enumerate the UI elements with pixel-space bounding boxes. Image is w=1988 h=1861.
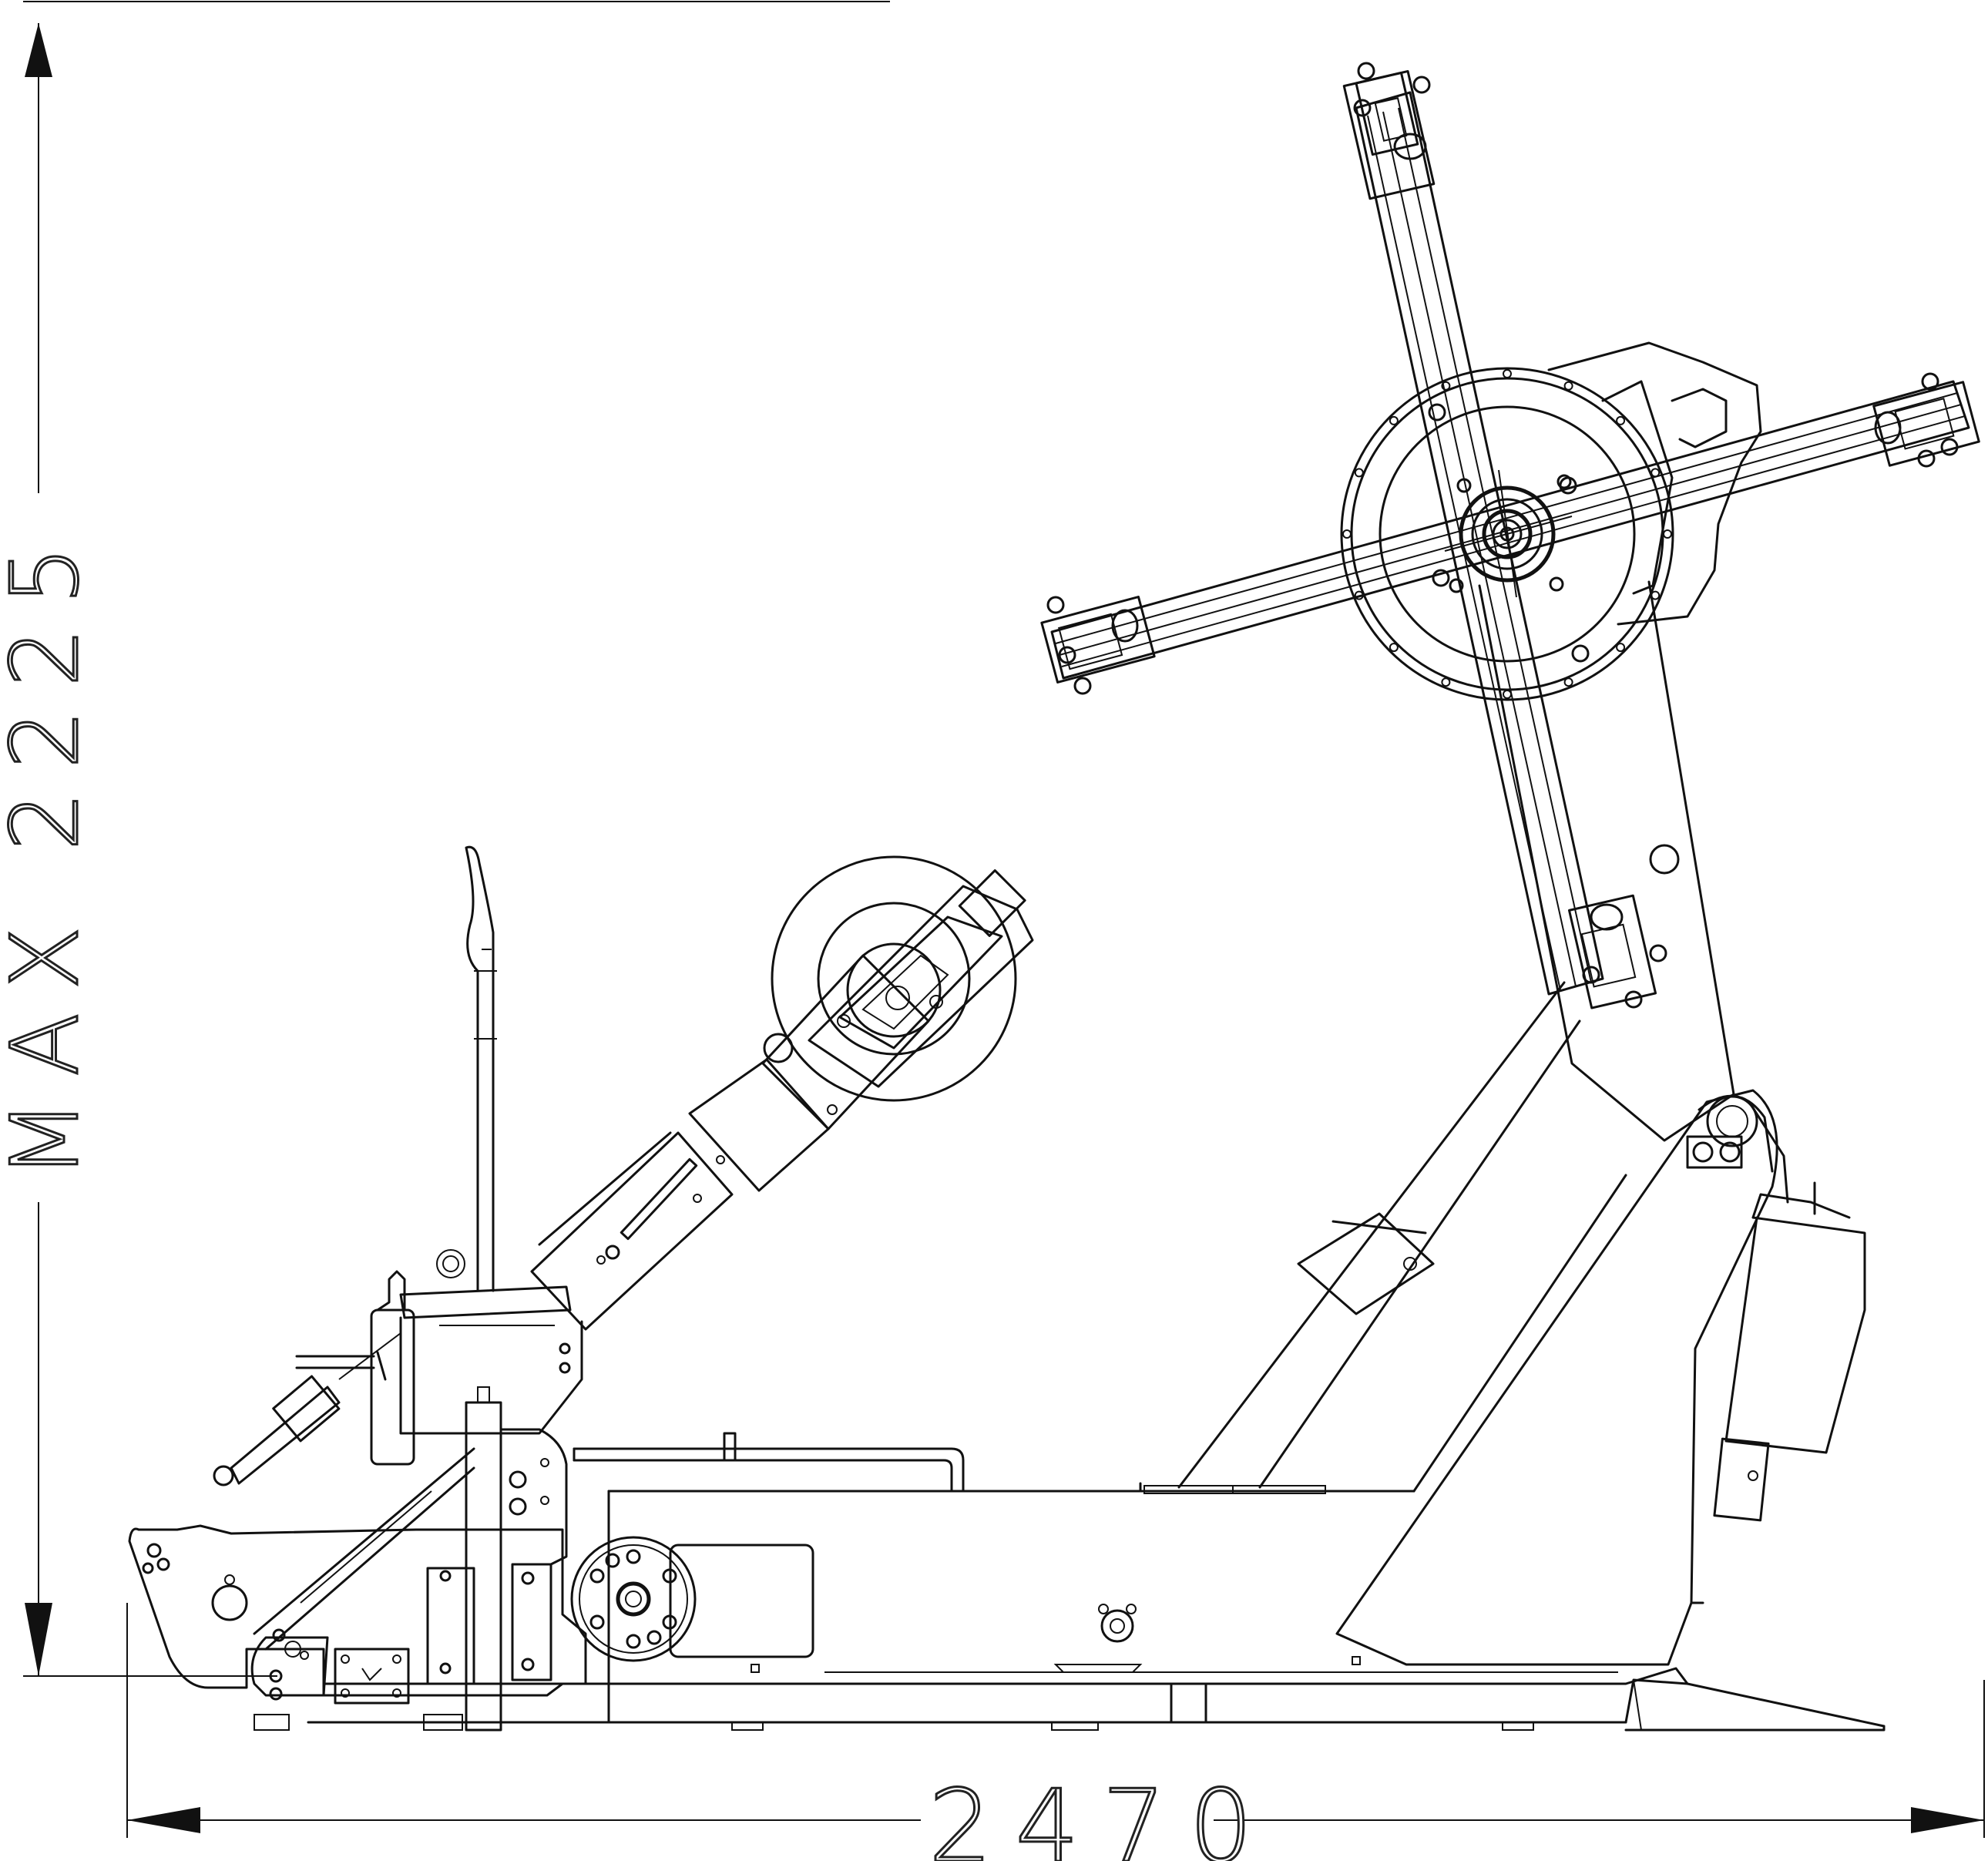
drum-bolt: [1389, 415, 1399, 425]
loading-ramp: [1624, 1678, 1886, 1732]
drum-bolt: [1616, 643, 1626, 653]
drum-bolt: [1663, 529, 1672, 539]
drum-bolt: [1503, 369, 1512, 378]
rear-bracket: [1547, 341, 1762, 626]
drum-bolt: [1354, 468, 1364, 478]
drum-bolt: [1389, 643, 1399, 653]
drum-bolt: [1563, 677, 1573, 687]
drive-roller: [570, 1536, 697, 1662]
width-arrow-right: [1911, 1807, 1984, 1833]
base-frame: [307, 1656, 1689, 1731]
drum-bolt: [1616, 415, 1626, 425]
drum-bolt: [1342, 529, 1352, 539]
drum-bolt: [1441, 677, 1451, 687]
width-arrow-left: [127, 1807, 200, 1833]
angled-arm: [530, 855, 1034, 1331]
width-label: 2470: [929, 1768, 1276, 1861]
height-label: MAX 2225: [0, 523, 99, 1179]
width-dimension: 2470: [126, 1603, 1985, 1861]
left-tool-head: [128, 845, 587, 1732]
main-tower: [1139, 580, 1866, 1666]
drum-bolt: [1563, 381, 1573, 391]
spoke-vertical: [1342, 62, 1667, 1009]
drum-bolt: [1503, 690, 1512, 699]
spoke-horizontal: [1040, 372, 1980, 695]
hub-cross: [1444, 469, 1573, 598]
height-dimension: MAX 2225: [0, 1, 890, 1677]
main-body: [573, 1432, 1415, 1685]
drum-bolt: [1651, 590, 1661, 600]
height-arrow-bottom: [25, 1603, 52, 1676]
height-arrow-top: [25, 23, 52, 77]
drum-bolt: [1441, 381, 1451, 391]
